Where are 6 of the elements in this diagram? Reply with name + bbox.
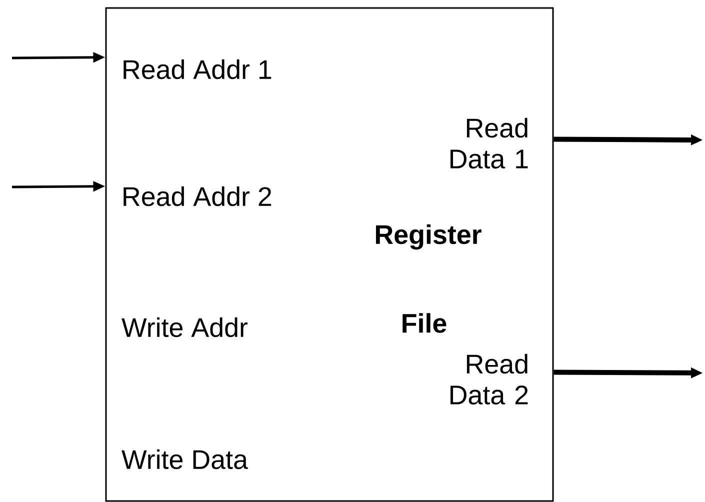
port-label: Read Data 1 [450,118,528,169]
port-label: Read Data 2 [450,354,528,405]
port-label: Write Addr [122,317,248,338]
port-label: Read Addr 1 [124,59,272,80]
port-label: Write Data [122,449,248,470]
port-label: Read Addr 2 [124,186,272,206]
